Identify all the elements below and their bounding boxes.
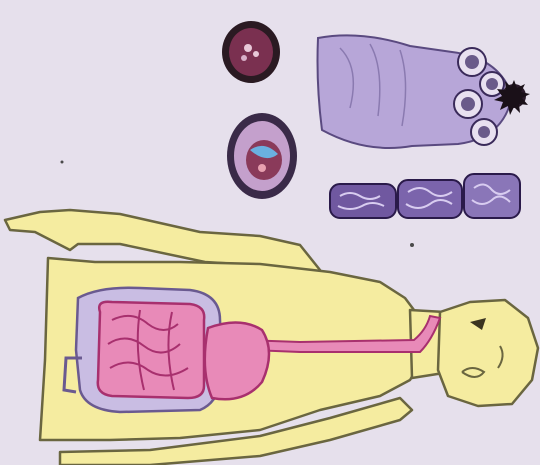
speck <box>410 243 414 247</box>
speck <box>61 161 64 164</box>
parasite-egg-2 <box>227 113 297 199</box>
tapeworm-scolex <box>318 35 531 148</box>
parasite-egg-1 <box>222 21 280 83</box>
tapeworm-proglottids <box>330 174 520 218</box>
head <box>438 300 538 406</box>
